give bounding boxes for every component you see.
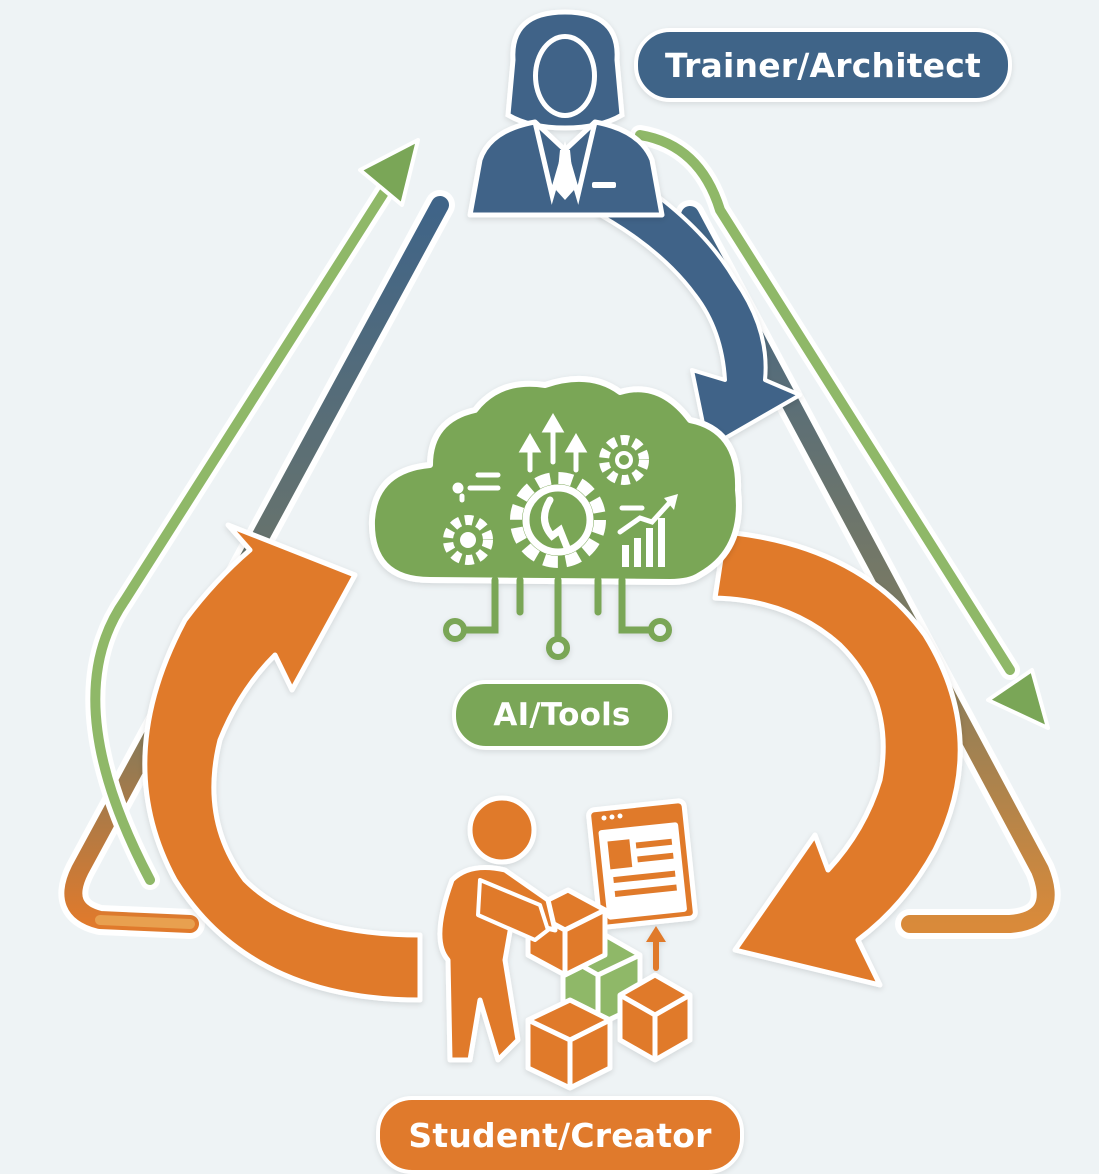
- trainer-badge: [592, 182, 616, 188]
- green-right-arrow-head: [986, 668, 1050, 730]
- ai-tools-label: AI/Tools: [452, 680, 672, 750]
- gear-icon-central: [510, 472, 606, 568]
- navy-arrow-body: [598, 168, 802, 450]
- orange-cycle-arrows: [142, 522, 963, 1003]
- gear-icon-top-right: [599, 435, 649, 485]
- up-arrow-icon: [646, 926, 666, 971]
- triangle-base-left: [95, 915, 195, 929]
- orange-right-cycle-arrow: [712, 529, 963, 988]
- student-creator-label: Student/Creator: [376, 1096, 744, 1174]
- up-arrow-icons: [518, 413, 588, 473]
- circuit-nodes: [443, 618, 672, 660]
- orange-left-cycle-arrow: [142, 522, 423, 1003]
- student-head: [467, 795, 537, 865]
- list-lines-icon: [452, 472, 501, 503]
- trainer-person-icon: [467, 9, 665, 218]
- circuit-icon: [458, 576, 656, 644]
- chart-icon: [617, 494, 678, 567]
- trainer-face-fill: [538, 39, 592, 113]
- green-left-arrow-head: [358, 138, 420, 207]
- student-scene: [437, 795, 698, 1091]
- trainer-tie: [556, 150, 574, 200]
- gear-icon-left: [443, 515, 493, 565]
- student-arm: [476, 878, 550, 942]
- green-feedback-arrows: [85, 125, 1050, 890]
- triangle-frame: [58, 190, 1061, 939]
- monitor-icon: [586, 798, 698, 930]
- triangle-right-side-color: [681, 206, 1055, 933]
- student-person-icon: [437, 795, 558, 1063]
- green-left-arrow-line-color: [90, 175, 397, 885]
- navy-arrow: [598, 168, 802, 450]
- ai-cloud-icon: [368, 375, 742, 660]
- trainer-architect-label: Trainer/Architect: [634, 28, 1012, 102]
- green-right-arrow-line-color: [635, 130, 1015, 675]
